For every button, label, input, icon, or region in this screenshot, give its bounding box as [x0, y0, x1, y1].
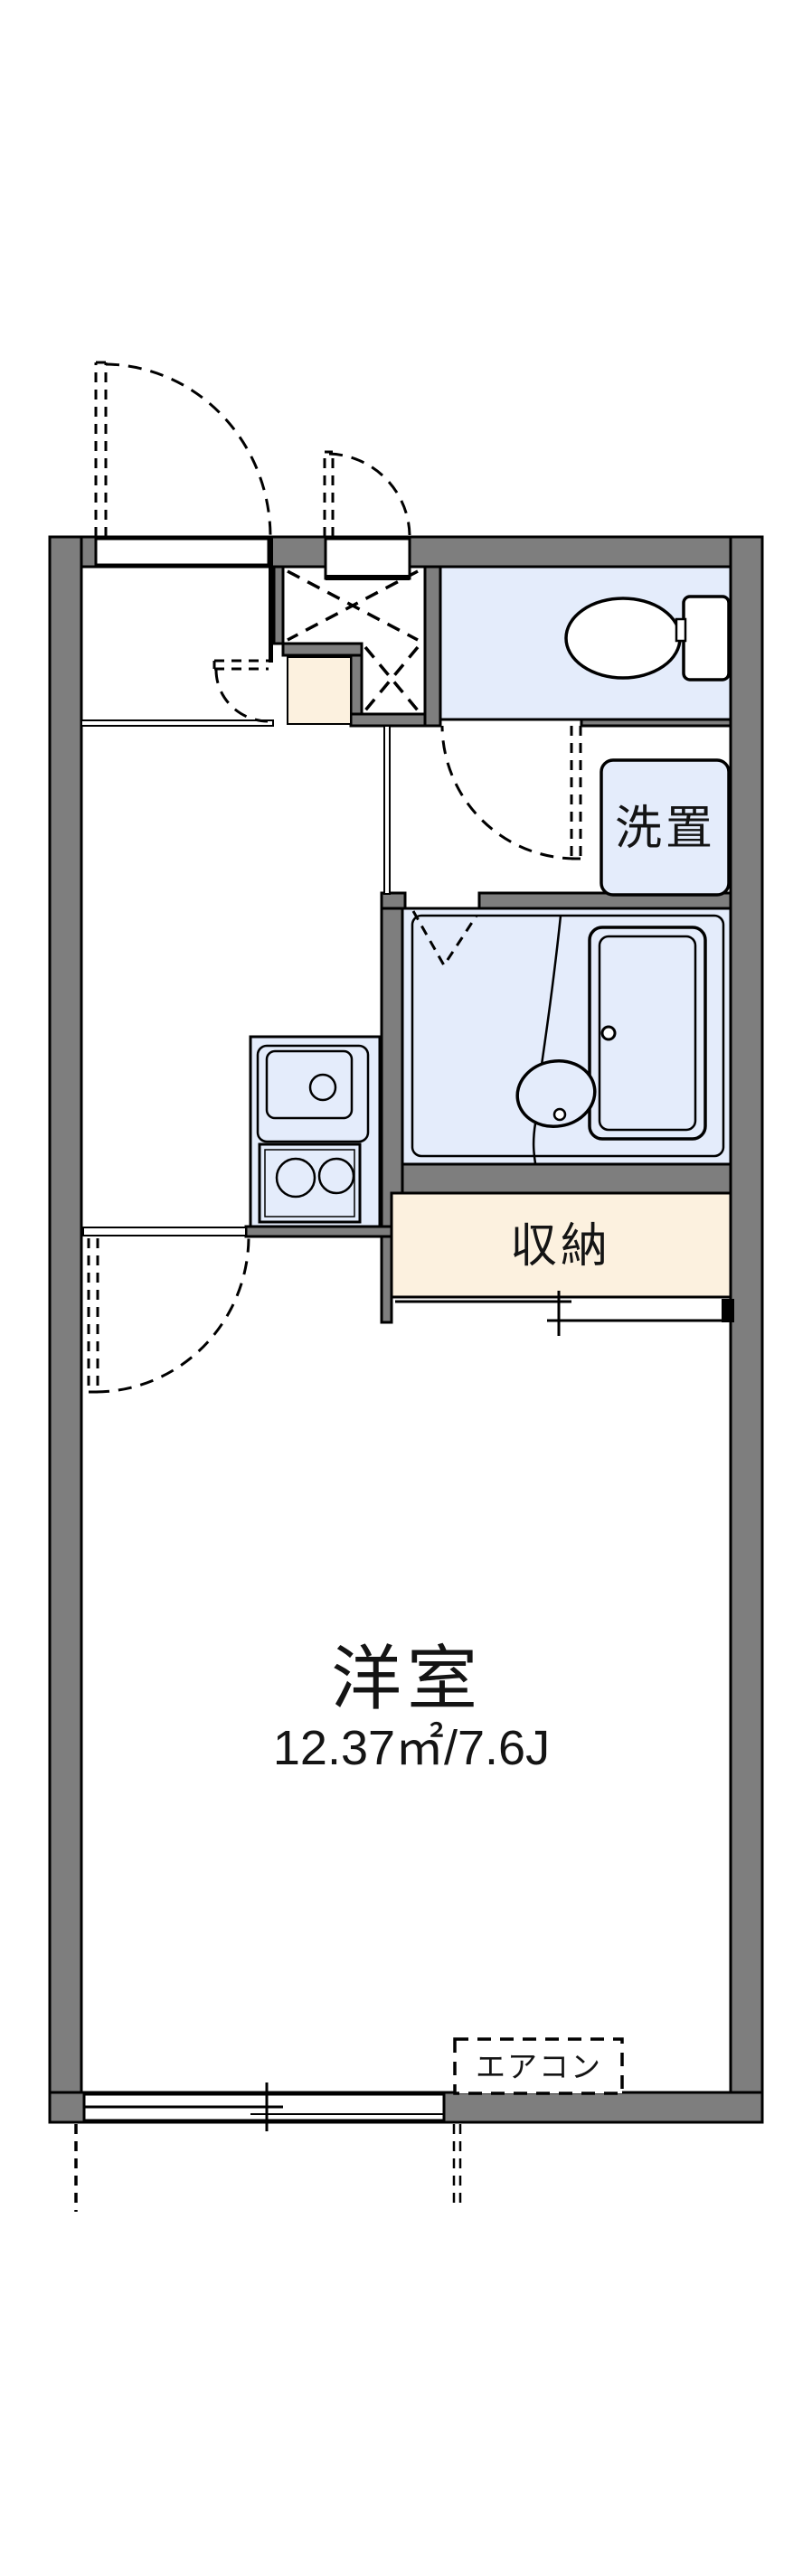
toilet-bowl-icon [564, 597, 682, 680]
aircon-box [453, 2037, 624, 2095]
entrance-doors [94, 361, 411, 580]
closet-label: 収納 [510, 1220, 611, 1273]
closet-sliding-door [395, 1291, 734, 1336]
basin-pipe-line [532, 1123, 537, 1164]
wall-left [48, 535, 83, 2124]
kitchen [249, 1035, 382, 1228]
main-room-door-swing-arc [95, 1236, 250, 1394]
second-door-panel [324, 537, 411, 580]
genkan-wall-mid-v [349, 653, 364, 716]
entrance-door-panel [94, 537, 270, 567]
toilet-wall-left [423, 565, 442, 728]
upper-room-door [212, 659, 269, 723]
main-room-door [87, 1236, 250, 1394]
interior-walls [80, 537, 732, 1324]
washer-space: 洗置 [600, 758, 731, 897]
exterior-dashed-lines [74, 2124, 462, 2212]
dashed-line-bottom-center [452, 2124, 462, 2209]
upper-room-door-leaf [212, 659, 269, 671]
air-conditioner: エアコン [453, 2037, 624, 2095]
toilet-room [439, 565, 732, 721]
aircon-label: エアコン [476, 2050, 602, 2083]
kitchen-bath-wall [380, 907, 404, 1238]
bathtub-drain-icon [600, 1025, 617, 1041]
toilet-door-swing-arc [440, 725, 577, 860]
bath-folding-door-icon [411, 910, 478, 968]
closet: 収納 [390, 1191, 734, 1336]
unit-bath-outline [411, 914, 725, 1158]
faucet-icon [308, 1073, 337, 1102]
main-room-label: 洋室 [331, 1639, 483, 1718]
upper-room-door-swing-arc [214, 669, 269, 723]
stove-inner-line [264, 1149, 355, 1217]
genkan-wall-mid-h [281, 642, 364, 657]
kitchen-bottom-bar [244, 1225, 406, 1238]
second-door-swing-arc [328, 452, 411, 536]
burner-left-icon [275, 1157, 316, 1199]
upper-room-right-wall [269, 537, 273, 663]
toilet-handle-icon [675, 617, 687, 643]
washer-space-label: 洗置 [615, 803, 716, 855]
kitchen-washroom-divider [383, 725, 391, 895]
washer-space-box [600, 758, 731, 897]
entrance-door-leaf [94, 361, 108, 537]
kitchen-mainroom-threshold [82, 1227, 247, 1236]
genkan [287, 569, 420, 725]
upper-room-bottom-wall [80, 719, 274, 727]
entrance-step [287, 656, 352, 725]
wall-right [729, 535, 764, 2124]
bathtub-inner-line [598, 935, 697, 1132]
main-room-size-label: 12.37㎡/7.6J [273, 1721, 550, 1775]
closet-left-strip [380, 1235, 393, 1324]
bathroom [401, 907, 732, 1166]
sink-basin-icon [265, 1049, 354, 1120]
wash-basin-icon [515, 1059, 597, 1128]
genkan-wall-left [272, 565, 285, 645]
burner-right-icon [317, 1157, 355, 1195]
toilet-tank-icon [682, 595, 731, 682]
entrance-door-swing-arc [105, 362, 272, 538]
toilet-door [440, 725, 582, 860]
genkan-cross-lower [364, 645, 420, 712]
basin-drain-icon [552, 1107, 567, 1122]
second-door-leaf [323, 450, 335, 537]
bottom-window [82, 2082, 446, 2131]
bath-bottom-wall [401, 1162, 732, 1195]
closet-floor [390, 1191, 732, 1299]
bath-counter-line [540, 915, 562, 1066]
bath-wall-step [380, 891, 407, 910]
genkan-cross-upper [287, 569, 419, 642]
bathtub-icon [588, 926, 707, 1141]
main-room: 洋室 12.37㎡/7.6J [273, 1639, 550, 1775]
